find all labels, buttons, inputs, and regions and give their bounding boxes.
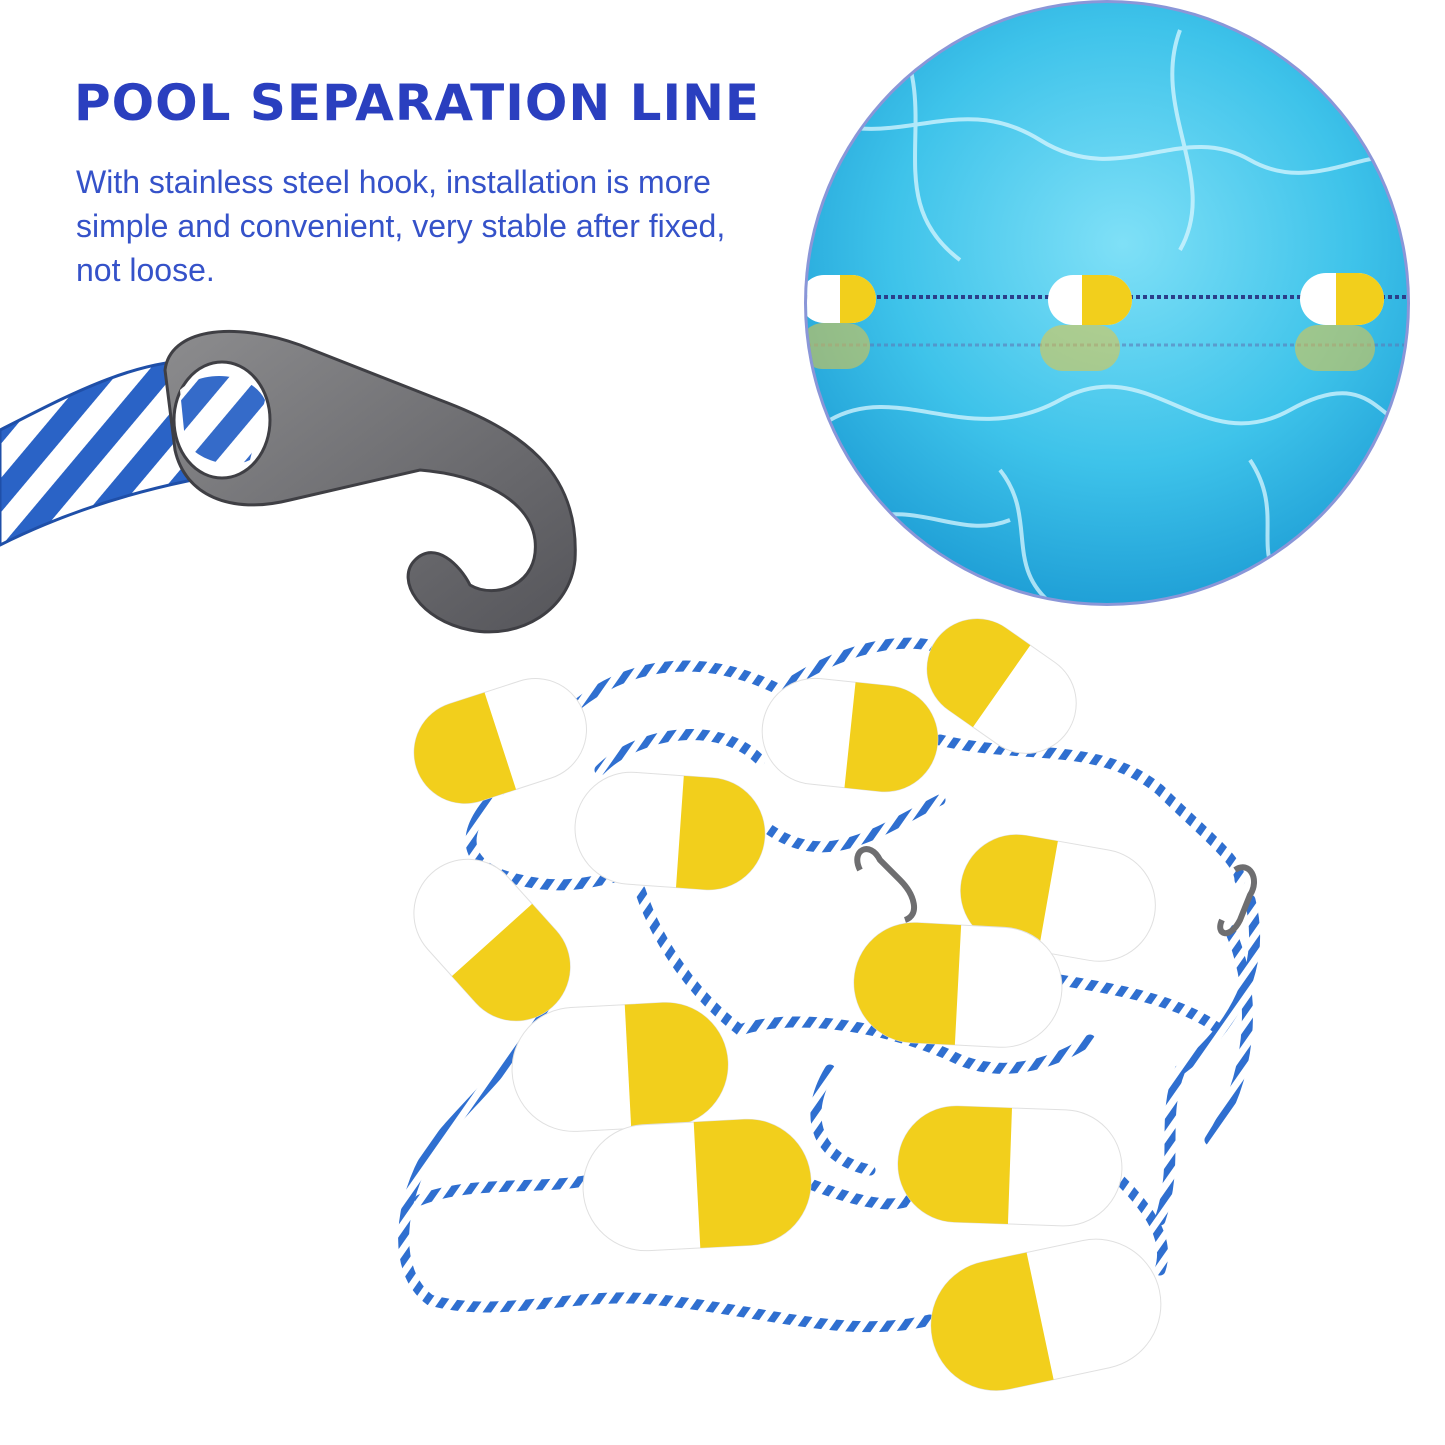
inset-float-1 <box>807 275 876 369</box>
float-3 <box>926 618 1077 754</box>
float-7 <box>853 922 1063 1048</box>
float-9 <box>582 1118 812 1252</box>
hook-closeup-image <box>0 329 577 634</box>
product-description: With stainless steel hook, installation … <box>76 164 726 288</box>
pool-inset-image <box>804 0 1410 606</box>
product-image <box>398 618 1260 1391</box>
float-10 <box>897 1105 1123 1227</box>
page-title: POOL SEPARATION LINE <box>74 74 761 132</box>
inset-float-2 <box>1040 275 1132 371</box>
float-11 <box>930 1238 1162 1391</box>
float-4 <box>574 771 766 891</box>
rope-hook-2 <box>1217 864 1257 937</box>
float-8 <box>511 1002 729 1132</box>
rope-hook-1 <box>854 846 917 923</box>
float-5 <box>413 858 571 1022</box>
inset-float-3 <box>1295 273 1384 371</box>
float-2 <box>761 677 939 793</box>
float-1 <box>413 678 587 804</box>
